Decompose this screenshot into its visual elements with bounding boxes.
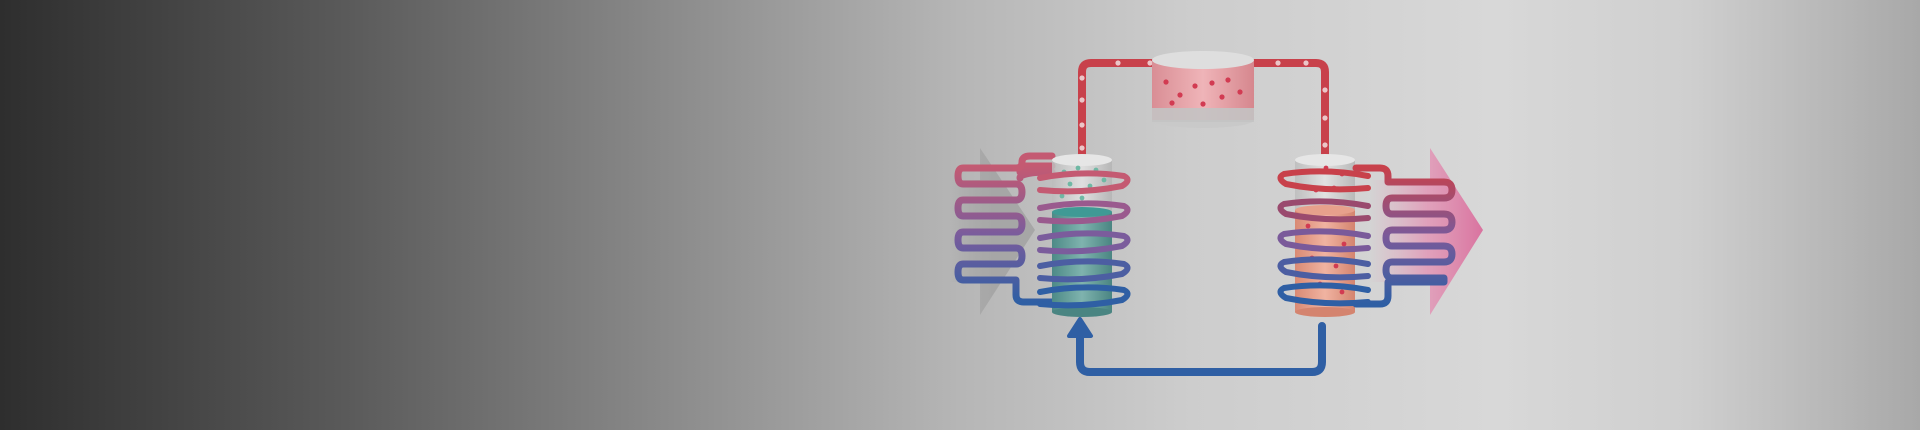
condenser-serpentine-coil [1352, 164, 1456, 308]
evaporator-helix [1037, 170, 1131, 309]
cold-refrigerant-pipe [1076, 322, 1326, 376]
flow-direction-arrow [1067, 317, 1093, 338]
evaporator-inlet-pipe [1012, 152, 1056, 172]
vapor-bubbles [1079, 60, 1328, 151]
condenser-helix [1277, 168, 1371, 307]
evaporator-serpentine-coil [954, 162, 1060, 306]
compressor-tank [1152, 51, 1254, 128]
